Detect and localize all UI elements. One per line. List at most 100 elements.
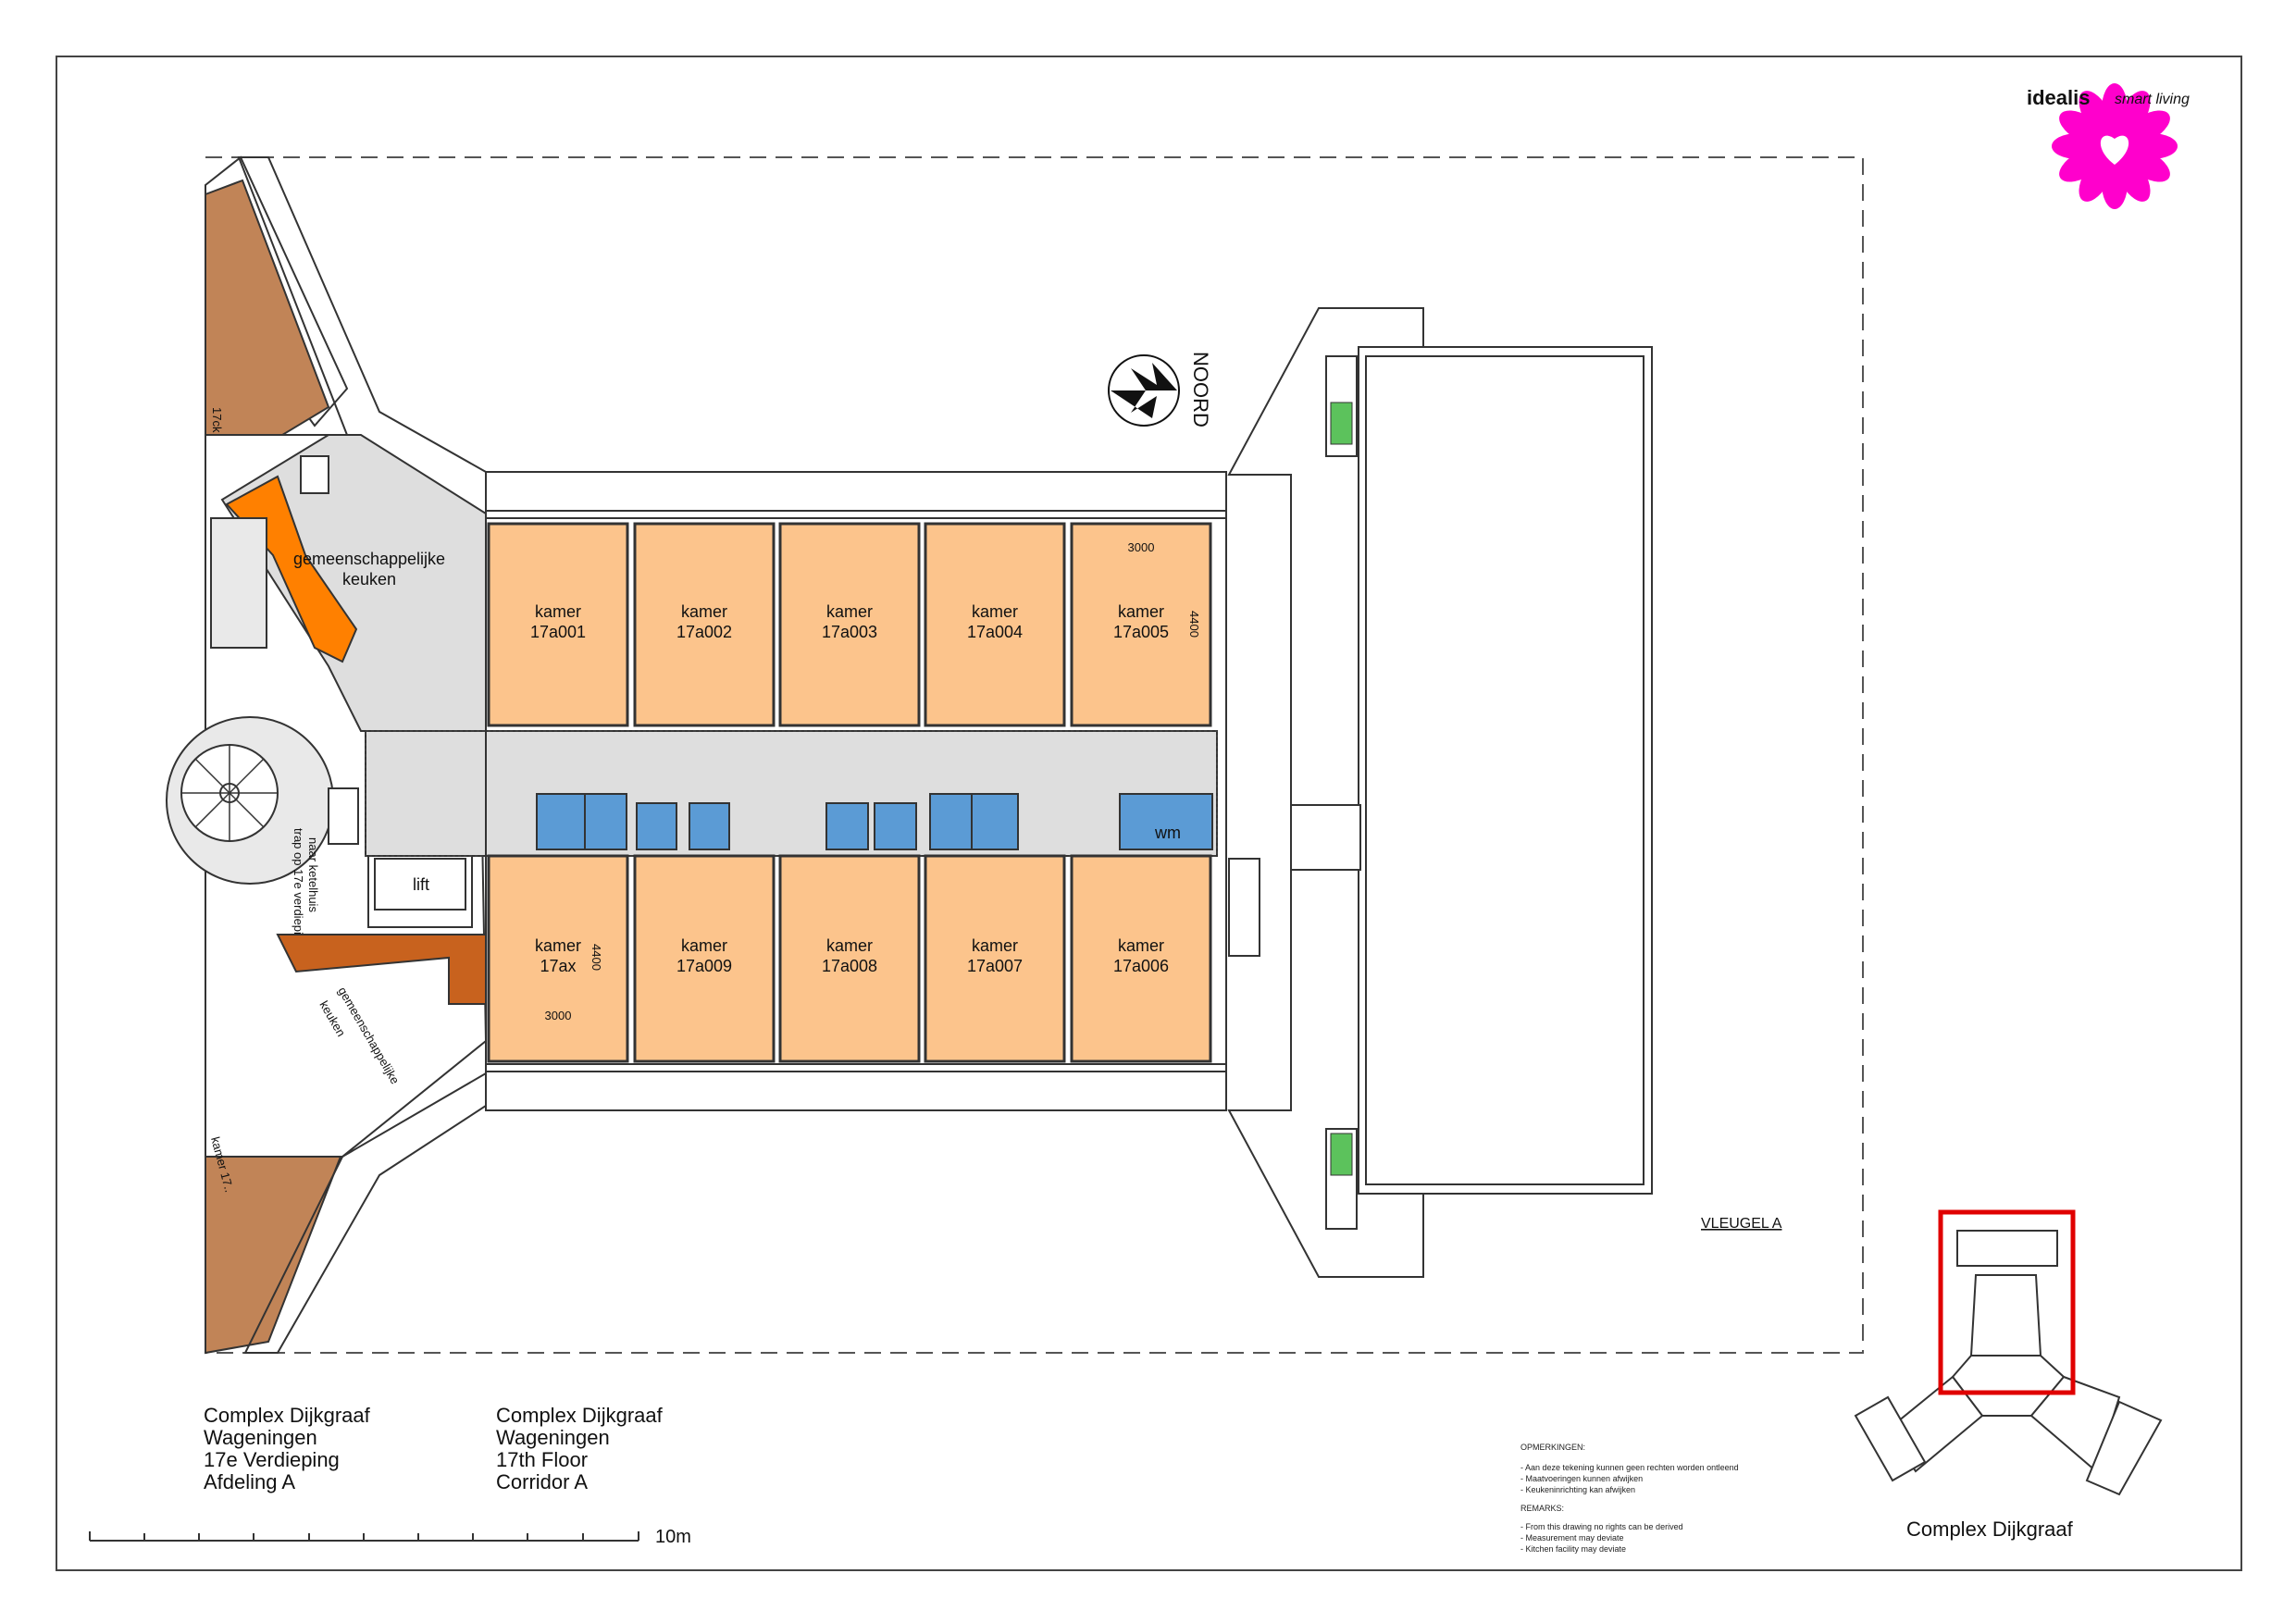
remarks-nl-item: - Maatvoeringen kunnen afwijken [1520, 1474, 1644, 1483]
wing-a-outer [485, 471, 1227, 1111]
straight-stair [328, 787, 359, 845]
stove-upper [210, 517, 267, 649]
key-plan-label: Complex Dijkgraaf [1906, 1518, 2073, 1541]
washing-room [1119, 793, 1213, 850]
bottom-room-name-3: kamer [826, 936, 873, 955]
top-room-name-5: kamer [1118, 602, 1164, 621]
lift-label: lift [413, 875, 429, 894]
title-en-line-2: Wageningen [496, 1426, 610, 1449]
dim-width-bottom: 3000 [545, 1009, 572, 1022]
bathroom-3 [636, 802, 677, 850]
top-room-number-2: 17a002 [676, 623, 732, 641]
logo-tagline: smart living [2115, 92, 2190, 107]
top-room-name-4: kamer [972, 602, 1018, 621]
remarks-en-heading: REMARKS: [1520, 1504, 1565, 1513]
top-room-number-4: 17a004 [967, 623, 1023, 641]
bathroom-5 [825, 802, 869, 850]
scale-bar [89, 1531, 639, 1542]
logo-flower-icon [2052, 83, 2178, 209]
key-plan-wing-a [1969, 1274, 2042, 1357]
wing-a-wall-bottom [485, 1063, 1227, 1072]
bottom-room-name-2: kamer [681, 936, 727, 955]
remarks-nl-item: - Aan deze tekening kunnen geen rechten … [1520, 1463, 1739, 1472]
top-room-name-1: kamer [535, 602, 581, 621]
rooms-bottom: kamer 17ax kamer 17a009 kamer 17a008 kamer 17a0… [487, 854, 1212, 1063]
stair-top [1325, 355, 1358, 457]
title-nl-line-4: Afdeling A [204, 1470, 296, 1493]
bottom-room-4 [924, 854, 1066, 1063]
bottom-room-name-4: kamer [972, 936, 1018, 955]
fridge-upper [300, 455, 329, 494]
rooms-top: kamer 17a001 kamer 17a002 kamer 17a003 kamer 17… [487, 522, 1212, 727]
scale-label: 10m [655, 1527, 691, 1547]
wm-label: wm [1154, 824, 1181, 842]
north-arrow-icon [1111, 363, 1177, 418]
bottom-room-2 [633, 854, 776, 1063]
bathroom-6 [874, 802, 917, 850]
bathrooms [536, 793, 1213, 850]
north-label: NOORD [1189, 352, 1212, 427]
right-block-inner [1365, 355, 1644, 1185]
stair-note-1: trap op 17e verdieping [292, 828, 305, 948]
title-nl-line-3: 17e Verdieping [204, 1448, 340, 1471]
kitchen-upper-label-1: gemeenschappelijke [293, 550, 445, 568]
bathroom-4 [689, 802, 730, 850]
key-plan-highlight [1938, 1209, 2076, 1395]
remarks-nl-heading: OPMERKINGEN: [1520, 1443, 1586, 1452]
title-en-line-1: Complex Dijkgraaf [496, 1404, 663, 1427]
key-plan-block-right [2085, 1400, 2163, 1496]
title-nl-line-2: Wageningen [204, 1426, 317, 1449]
dim-depth-top: 4400 [1187, 611, 1201, 638]
title-en-line-3: 17th Floor [496, 1448, 589, 1471]
top-room-number-5: 17a005 [1113, 623, 1169, 641]
title-nl-line-1: Complex Dijkgraaf [204, 1404, 370, 1427]
key-plan-block-top [1956, 1230, 2058, 1267]
bottom-room-number-2: 17a009 [676, 957, 732, 975]
bathroom-1 [536, 793, 586, 850]
heart-icon [2100, 135, 2129, 165]
north-arrow: NOORD [1108, 352, 1212, 427]
wing-a-wall-top [485, 510, 1227, 519]
remarks-en-item: - Measurement may deviate [1520, 1533, 1624, 1542]
remarks-nl-item: - Keukeninrichting kan afwijken [1520, 1485, 1636, 1494]
key-plan-block-left [1854, 1395, 1927, 1482]
top-room-name-3: kamer [826, 602, 873, 621]
neighbour-room-upper [205, 179, 330, 483]
neighbour-upper-label: 17ck [210, 407, 224, 433]
bathroom-8 [971, 793, 1019, 850]
connector [1290, 804, 1361, 871]
top-room-4 [924, 522, 1066, 727]
bathroom-7 [929, 793, 973, 850]
kitchen-upper-label-2: keuken [342, 570, 396, 588]
remarks-en-item: - Kitchen facility may deviate [1520, 1544, 1627, 1554]
bathroom-2 [584, 793, 627, 850]
top-room-3 [778, 522, 921, 727]
title-en-line-4: Corridor A [496, 1470, 589, 1493]
bottom-room-name-5: kamer [1118, 936, 1164, 955]
bottom-room-3 [778, 854, 921, 1063]
stair-middle [1228, 858, 1260, 957]
corridor-a [365, 730, 1218, 857]
dim-width-top: 3000 [1128, 540, 1155, 554]
key-plan [1854, 1230, 2163, 1496]
top-room-1 [487, 522, 629, 727]
right-block-outer [1227, 307, 1653, 1278]
stair-bottom [1325, 1128, 1358, 1230]
title-block-nl: Complex Dijkgraaf Wageningen 17e Verdiep… [204, 1405, 370, 1493]
lift-car [374, 858, 466, 911]
remarks: OPMERKINGEN: - Aan deze tekening kunnen … [1520, 1442, 1739, 1555]
title-block-en: Complex Dijkgraaf Wageningen 17th Floor … [496, 1405, 663, 1493]
bottom-room-number-1: 17ax [540, 957, 576, 975]
bottom-room-5 [1070, 854, 1212, 1063]
bottom-room-number-5: 17a006 [1113, 957, 1169, 975]
bottom-room-number-3: 17a008 [822, 957, 877, 975]
bottom-room-name-1: kamer [535, 936, 581, 955]
top-room-number-1: 17a001 [530, 623, 586, 641]
logo-name: idealis [2027, 86, 2091, 109]
top-room-5 [1070, 522, 1212, 727]
sheet-border [56, 56, 2242, 1571]
wing-label: VLEUGEL A [1701, 1216, 1782, 1232]
top-room-number-3: 17a003 [822, 623, 877, 641]
spiral-stair-treads [181, 745, 278, 841]
